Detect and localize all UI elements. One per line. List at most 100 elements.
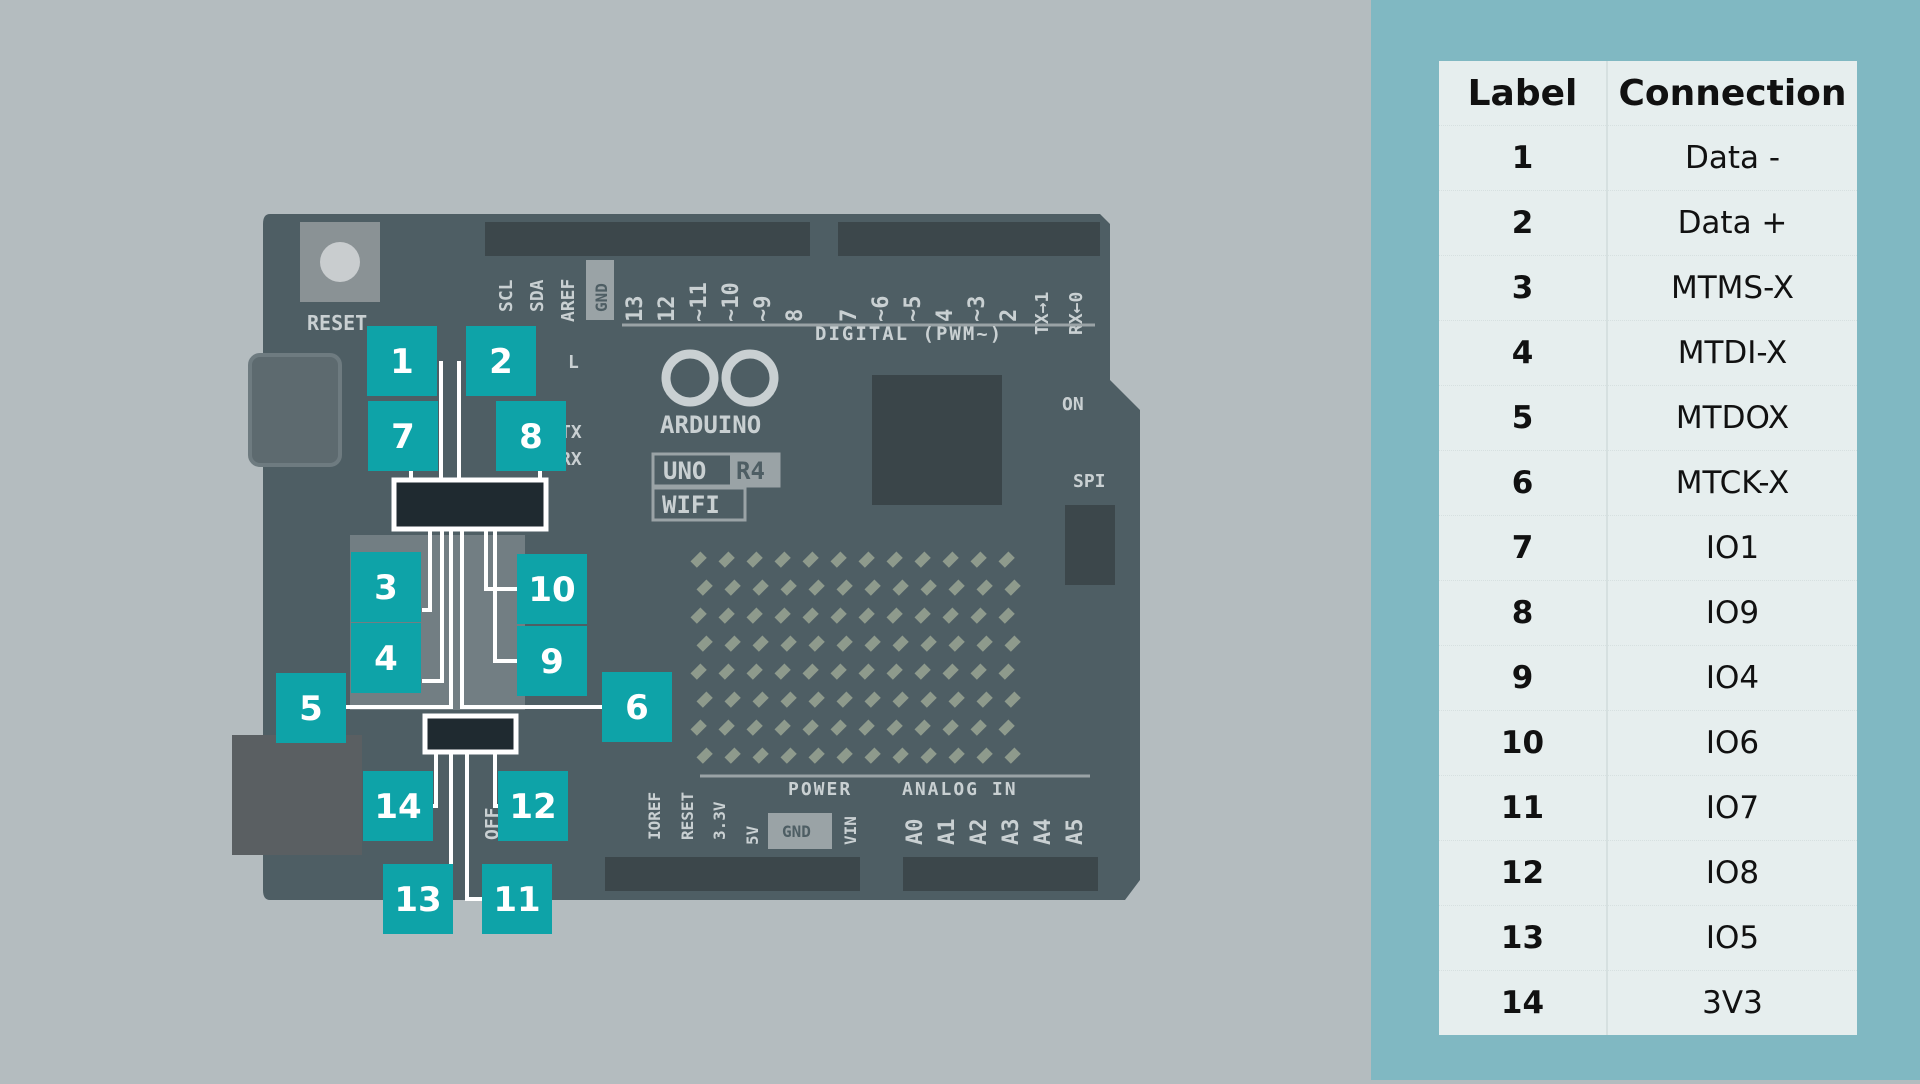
svg-text:4: 4 [933, 309, 958, 322]
svg-text:13: 13 [623, 296, 648, 323]
bottom-pad-connector [422, 713, 519, 755]
svg-text:RESET: RESET [678, 792, 697, 840]
matrix-led [864, 635, 881, 652]
matrix-led [864, 747, 881, 764]
matrix-led [948, 747, 965, 764]
svg-text:SCL: SCL [496, 279, 517, 312]
matrix-led [752, 691, 769, 708]
header-connection: Connection [1618, 72, 1847, 114]
matrix-led [886, 607, 903, 624]
row-connection: IO7 [1607, 775, 1857, 841]
svg-text:ARDUINO: ARDUINO [660, 411, 761, 439]
matrix-led [864, 579, 881, 596]
matrix-led [746, 607, 763, 624]
matrix-led [998, 719, 1015, 736]
svg-text:UNO: UNO [663, 457, 706, 485]
row-label: 9 [1439, 645, 1608, 711]
svg-text:14: 14 [374, 787, 421, 827]
digital-header-labels: SCL SDA AREF GND 13 12 ~11 ~10 ~9 8 7 ~6… [496, 260, 1095, 345]
svg-text:A2: A2 [967, 819, 992, 846]
matrix-led [914, 551, 931, 568]
matrix-led [830, 663, 847, 680]
matrix-led [942, 607, 959, 624]
matrix-led [808, 579, 825, 596]
matrix-led [920, 579, 937, 596]
svg-text:5V: 5V [743, 825, 762, 845]
matrix-led [802, 663, 819, 680]
svg-text:GND: GND [782, 822, 811, 841]
row-connection: IO8 [1607, 840, 1857, 906]
matrix-led [836, 579, 853, 596]
matrix-led [948, 635, 965, 652]
matrix-led [802, 551, 819, 568]
matrix-led [920, 691, 937, 708]
row-label: 12 [1439, 840, 1608, 906]
matrix-led [780, 747, 797, 764]
matrix-led [886, 719, 903, 736]
mcu-chip [872, 375, 1002, 505]
matrix-led [942, 551, 959, 568]
matrix-led [864, 691, 881, 708]
matrix-led [836, 747, 853, 764]
svg-text:DIGITAL (PWM~): DIGITAL (PWM~) [815, 323, 1003, 345]
matrix-led [802, 719, 819, 736]
matrix-led [718, 719, 735, 736]
svg-text:8: 8 [519, 417, 543, 457]
matrix-led [886, 551, 903, 568]
matrix-led [892, 691, 909, 708]
svg-text:TX→1: TX→1 [1032, 292, 1053, 335]
svg-text:AREF: AREF [558, 279, 579, 322]
matrix-led [976, 691, 993, 708]
matrix-led [998, 551, 1015, 568]
callout-13: 13 [383, 864, 453, 934]
board-diagram: RESET SCL SDA AREF GND 13 12 ~11 ~10 ~9 … [232, 214, 1140, 934]
matrix-led [836, 691, 853, 708]
matrix-led [780, 635, 797, 652]
svg-text:7: 7 [837, 309, 862, 322]
matrix-led [724, 747, 741, 764]
matrix-led [774, 719, 791, 736]
svg-text:A0: A0 [903, 819, 928, 846]
matrix-led [914, 663, 931, 680]
row-connection: Data + [1607, 190, 1857, 256]
svg-text:OFF: OFF [482, 807, 503, 840]
matrix-led [690, 551, 707, 568]
matrix-led [808, 747, 825, 764]
svg-text:~6: ~6 [869, 296, 894, 323]
arduino-logo: ARDUINO [660, 349, 779, 439]
matrix-led [858, 551, 875, 568]
svg-text:WIFI: WIFI [662, 491, 720, 519]
row-label: 10 [1439, 710, 1608, 776]
spi-silk: SPI [1073, 471, 1106, 492]
matrix-led [970, 551, 987, 568]
callout-8: 8 [496, 401, 566, 471]
matrix-led [690, 719, 707, 736]
callout-11: 11 [482, 864, 552, 934]
matrix-led [892, 747, 909, 764]
matrix-led [920, 635, 937, 652]
matrix-led [752, 579, 769, 596]
row-connection: IO9 [1607, 580, 1857, 646]
svg-text:POWER: POWER [788, 779, 852, 800]
matrix-led [696, 747, 713, 764]
icsp-header [1065, 505, 1115, 585]
svg-text:A1: A1 [935, 819, 960, 846]
matrix-led [746, 719, 763, 736]
svg-text:GND: GND [592, 283, 611, 312]
svg-text:3.3V: 3.3V [710, 801, 729, 840]
callout-7: 7 [368, 401, 438, 471]
svg-text:10: 10 [528, 570, 575, 610]
matrix-led [948, 579, 965, 596]
matrix-led [696, 579, 713, 596]
matrix-led [948, 691, 965, 708]
matrix-led [892, 635, 909, 652]
svg-text:8: 8 [783, 309, 808, 322]
